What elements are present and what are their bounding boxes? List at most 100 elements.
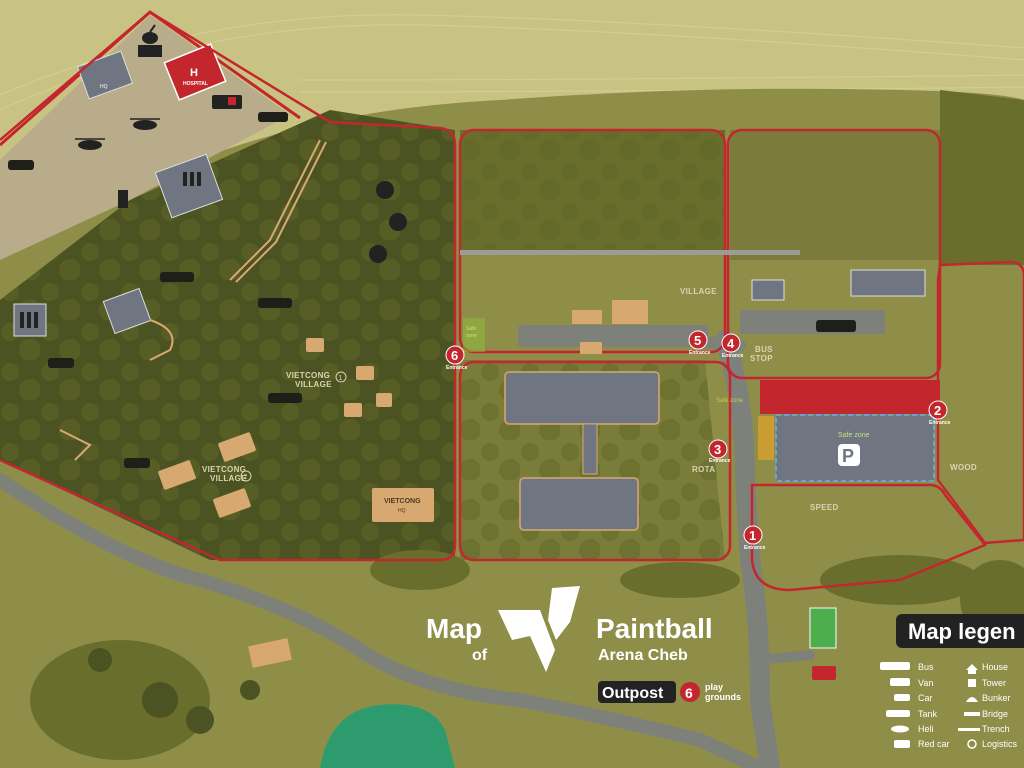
legend-van: Van [918, 678, 933, 688]
legend-bus: Bus [918, 662, 934, 672]
rota-buildings [504, 371, 660, 531]
main-safe-zone-label: Safe zone [838, 432, 870, 439]
svg-text:Entrance: Entrance [709, 458, 731, 464]
svg-text:6: 6 [451, 348, 458, 363]
svg-text:Entrance: Entrance [446, 365, 468, 371]
svg-text:3: 3 [714, 442, 721, 457]
village-1-badge [335, 371, 347, 383]
wood-area [940, 265, 1024, 545]
hospital-letter: H [190, 67, 198, 79]
bus-stop-building-1 [850, 269, 926, 297]
svg-text:5: 5 [694, 333, 701, 348]
entrance-4[interactable]: 4 Entrance [721, 333, 744, 359]
village-1-num: 1 [339, 375, 343, 382]
ammo-shelter [154, 153, 224, 219]
bunker-icons [369, 181, 407, 263]
entrance-2[interactable]: 2 Entrance [928, 400, 951, 426]
parking-label: P [842, 446, 854, 466]
svg-text:Entrance: Entrance [929, 420, 951, 426]
forest-right [730, 130, 940, 260]
outpost-label: Outpost [602, 685, 664, 702]
main-safe-zone-banner [760, 380, 940, 414]
village-buildings [518, 300, 708, 354]
forest-center-texture [460, 130, 725, 250]
svg-text:Entrance: Entrance [722, 353, 744, 359]
title-map: Map [426, 613, 482, 644]
playgrounds-count: 6 [685, 685, 693, 701]
paintball-logo-icon [498, 586, 580, 672]
legend-house: House [982, 662, 1008, 672]
legend-heading: Map legen [908, 619, 1016, 644]
speed-label: SPEED [810, 503, 839, 512]
bus-stop-building-2 [751, 279, 785, 301]
svg-text:2: 2 [934, 403, 941, 418]
svg-text:1: 1 [749, 528, 756, 543]
wc-sign [812, 666, 836, 680]
car-legend-icon [894, 694, 910, 701]
zone-boundaries [0, 10, 1024, 592]
legend-trench: Trench [982, 724, 1010, 734]
entrance-6[interactable]: 6 Entrance [445, 345, 468, 371]
hospital-label: HOSPITAL [183, 81, 208, 87]
title-of: of [472, 647, 488, 664]
sports-field [809, 607, 837, 649]
tower-legend-icon [968, 679, 976, 687]
vietcong-hq-label-2: HQ [398, 508, 406, 514]
bus-legend-icon [880, 662, 910, 670]
lake [320, 704, 455, 768]
parking-sign [838, 444, 860, 466]
map-title: Map of Paintball Arena Cheb Outpost 6 pl… [426, 586, 741, 703]
title-subtitle: Arena Cheb [598, 647, 688, 664]
entrance-1[interactable]: 1 Entrance [743, 525, 766, 551]
fuel-pump-icon [118, 190, 128, 208]
legend-tower: Tower [982, 678, 1006, 688]
hq-label: HQ [100, 84, 108, 90]
svg-text:Entrance: Entrance [689, 350, 711, 356]
logistics-legend-icon [967, 739, 977, 749]
legend-bunker: Bunker [982, 693, 1011, 703]
legend-logistics: Logistics [982, 739, 1018, 749]
heli-legend-icon [891, 725, 909, 733]
bus-icon [816, 320, 856, 332]
wood-label: WOOD [950, 463, 977, 472]
legend-right: House Tower Bunker Bridge Trench Logisti… [958, 662, 1018, 749]
entrance-3[interactable]: 3 Entrance [708, 439, 731, 464]
vietcong-hq-label-1: VIETCONG [384, 498, 421, 505]
bus-stop-road [740, 310, 885, 334]
radar-icon [138, 24, 162, 57]
entrance-5[interactable]: 5 Entrance [688, 330, 711, 356]
safe-zone-strip [758, 416, 774, 460]
house-legend-icon [966, 664, 978, 674]
village-label: VILLAGE [680, 287, 717, 296]
village-2-num: 2 [244, 474, 248, 481]
van-legend-icon [890, 678, 910, 686]
legend-red-car: Red car [918, 739, 950, 749]
vietcong-hq: VIETCONG HQ [372, 488, 434, 522]
legend-tank: Tank [918, 709, 938, 719]
ambulance-icon [212, 95, 242, 109]
legend-car: Car [918, 693, 933, 703]
tank-icons [8, 112, 302, 468]
playgrounds-badge [680, 682, 700, 702]
legend-bridge: Bridge [982, 709, 1008, 719]
outpost-badge [598, 681, 676, 703]
forest-texture-left [0, 110, 455, 560]
legend-heading-box [896, 614, 1024, 648]
playgrounds-label-1: play [705, 682, 723, 692]
legend-left: Bus Van Car Tank Heli Red car [880, 662, 950, 749]
bridge-legend-icon [964, 712, 980, 716]
road-safe-zone-label: Safe zone [716, 398, 744, 404]
forest-right2 [940, 90, 1024, 270]
hospital: H HOSPITAL [163, 43, 227, 101]
red-car-legend-icon [894, 740, 910, 748]
village-road [460, 250, 800, 255]
bunker-legend-icon [966, 697, 978, 702]
ammo-shelter-2 [13, 303, 47, 337]
village-2-badge [240, 470, 252, 482]
village-safe-zone-label-2: zone [466, 333, 477, 339]
tan-building-bottom [248, 638, 292, 668]
